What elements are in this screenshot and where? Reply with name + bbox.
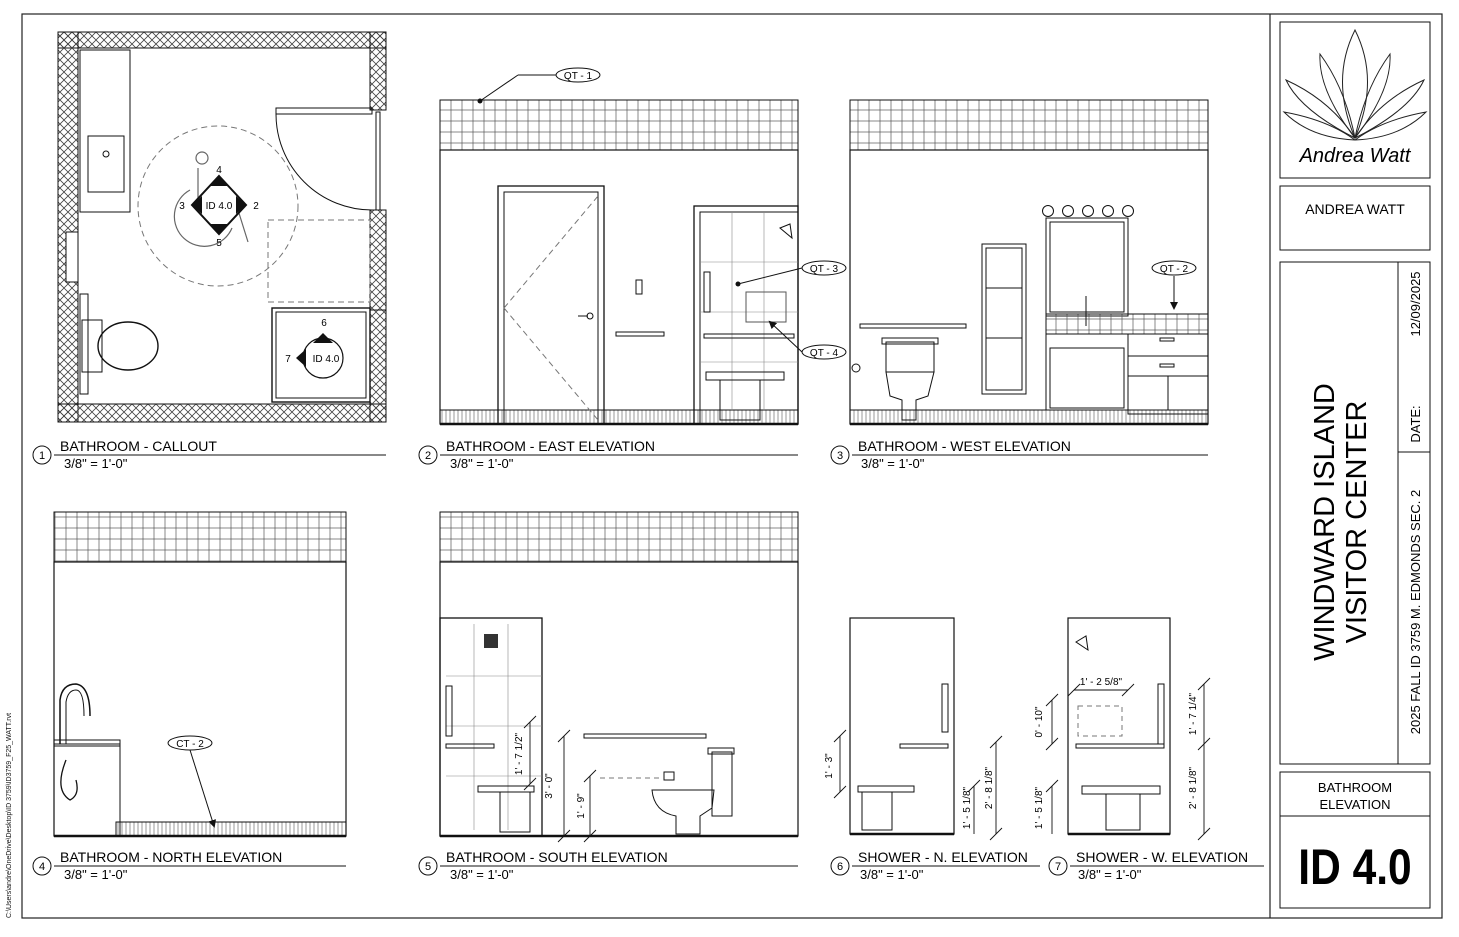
sheet-number-box xyxy=(1279,815,1431,909)
view-number-3: 3 xyxy=(837,450,843,462)
view-scale-1: 3/8" = 1'-0" xyxy=(64,456,128,471)
north-elevation-view: CT - 2 xyxy=(53,511,347,838)
view-scale-6: 3/8" = 1'-0" xyxy=(860,867,924,882)
east-elevation-view: QT - 1 QT - 3 QT - 4 xyxy=(439,67,847,426)
dim-shw-4: 1' - 5 1/8" xyxy=(1034,786,1045,829)
sheet-border xyxy=(21,13,1443,919)
date-label: DATE: xyxy=(1408,405,1423,442)
project-box xyxy=(1279,261,1431,765)
plan-tag-sheet: ID 4.0 xyxy=(206,201,233,212)
view-title-5: 5 BATHROOM - SOUTH ELEVATION 3/8" = 1'-0… xyxy=(418,849,798,882)
view-title-text-3: BATHROOM - WEST ELEVATION xyxy=(858,438,1071,454)
lotus-logo-icon xyxy=(1282,28,1428,141)
view-number-4: 4 xyxy=(39,861,45,873)
view-title-text-5: BATHROOM - SOUTH ELEVATION xyxy=(446,849,668,865)
plan-tag-n: 4 xyxy=(216,165,222,176)
logo-signature: Andrea Watt xyxy=(1299,145,1412,167)
west-elevation-view: QT - 2 xyxy=(849,99,1209,426)
tag-qt3: QT - 3 xyxy=(810,264,839,275)
view-scale-2: 3/8" = 1'-0" xyxy=(450,456,514,471)
dim-south-1: 1' - 7 1/2" xyxy=(514,732,525,775)
view-title-text-6: SHOWER - N. ELEVATION xyxy=(858,849,1028,865)
dim-shn-2: 1' - 5 1/8" xyxy=(962,786,973,829)
sheet-number: ID 4.0 xyxy=(1298,839,1411,895)
dim-south-3: 1' - 9" xyxy=(576,793,587,819)
view-title-text-1: BATHROOM - CALLOUT xyxy=(60,438,217,454)
view-scale-4: 3/8" = 1'-0" xyxy=(64,867,128,882)
dim-shn-1: 1' - 3" xyxy=(824,753,835,779)
view-title-text-7: SHOWER - W. ELEVATION xyxy=(1076,849,1248,865)
view-scale-7: 3/8" = 1'-0" xyxy=(1078,867,1142,882)
dim-shw-3: 1' - 7 1/4" xyxy=(1188,692,1199,735)
dim-south-2: 3' - 0" xyxy=(544,773,555,799)
view-scale-3: 3/8" = 1'-0" xyxy=(861,456,925,471)
tag-qt1: QT - 1 xyxy=(564,71,593,82)
tag-qt4: QT - 4 xyxy=(810,348,839,359)
course-info: 2025 FALL ID 3759 M. EDMONDS SEC. 2 xyxy=(1408,490,1423,734)
date-value: 12/09/2025 xyxy=(1408,271,1423,336)
tag-ct2: CT - 2 xyxy=(176,739,204,750)
view-number-6: 6 xyxy=(837,861,843,873)
plan-tag-s: 5 xyxy=(216,238,222,249)
dim-shw-5: 2' - 8 1/8" xyxy=(1188,766,1199,809)
dim-shw-2: 0' - 10" xyxy=(1034,706,1045,737)
view-scale-5: 3/8" = 1'-0" xyxy=(450,867,514,882)
shower-tag-w: 7 xyxy=(285,354,291,365)
view-title-1: 1 BATHROOM - CALLOUT 3/8" = 1'-0" xyxy=(32,438,386,471)
shower-n-elevation-view: 1' - 3" 1' - 5 1/8" 2' - 8 1/8" xyxy=(824,617,1003,841)
view-title-6: 6 SHOWER - N. ELEVATION 3/8" = 1'-0" xyxy=(830,849,1040,882)
view-title-7: 7 SHOWER - W. ELEVATION 3/8" = 1'-0" xyxy=(1048,849,1264,882)
view-title-text-4: BATHROOM - NORTH ELEVATION xyxy=(60,849,282,865)
title-block: Andrea Watt ANDREA WATT WINDWARD ISLAND … xyxy=(1279,21,1431,909)
plan-tag-e: 2 xyxy=(253,201,259,212)
dim-shn-3: 2' - 8 1/8" xyxy=(984,766,995,809)
designer-name: ANDREA WATT xyxy=(1305,201,1405,217)
view-number-1: 1 xyxy=(39,450,45,462)
project-name-line2: VISITOR CENTER xyxy=(1341,401,1373,644)
plan-tag-w: 3 xyxy=(179,201,185,212)
view-number-5: 5 xyxy=(425,861,431,873)
view-title-3: 3 BATHROOM - WEST ELEVATION 3/8" = 1'-0" xyxy=(830,438,1208,471)
sheet-title-line1: BATHROOM xyxy=(1318,780,1392,795)
view-number-2: 2 xyxy=(425,450,431,462)
view-title-2: 2 BATHROOM - EAST ELEVATION 3/8" = 1'-0" xyxy=(418,438,798,471)
designer-box xyxy=(1279,185,1431,251)
shower-tag-n: 6 xyxy=(321,318,327,329)
view-title-text-2: BATHROOM - EAST ELEVATION xyxy=(446,438,655,454)
view-title-4: 4 BATHROOM - NORTH ELEVATION 3/8" = 1'-0… xyxy=(32,849,346,882)
south-elevation-view: 1' - 7 1/2" 3' - 0" 1' - 9" xyxy=(439,511,799,843)
shower-tag-sheet: ID 4.0 xyxy=(313,354,340,365)
dim-shw-1: 1' - 2 5/8" xyxy=(1080,677,1123,688)
sheet-title-line2: ELEVATION xyxy=(1319,797,1390,812)
view-number-7: 7 xyxy=(1055,861,1061,873)
tag-qt2: QT - 2 xyxy=(1160,264,1189,275)
project-name-line1: WINDWARD ISLAND xyxy=(1309,383,1341,661)
shower-w-elevation-view: 1' - 2 5/8" 0' - 10" 1' - 7 1/4" 1' - 5 … xyxy=(1034,617,1211,841)
logo-box xyxy=(1279,21,1431,179)
plan-callout-view: ID 4.0 4 2 5 3 ID 4.0 6 7 xyxy=(57,31,387,423)
